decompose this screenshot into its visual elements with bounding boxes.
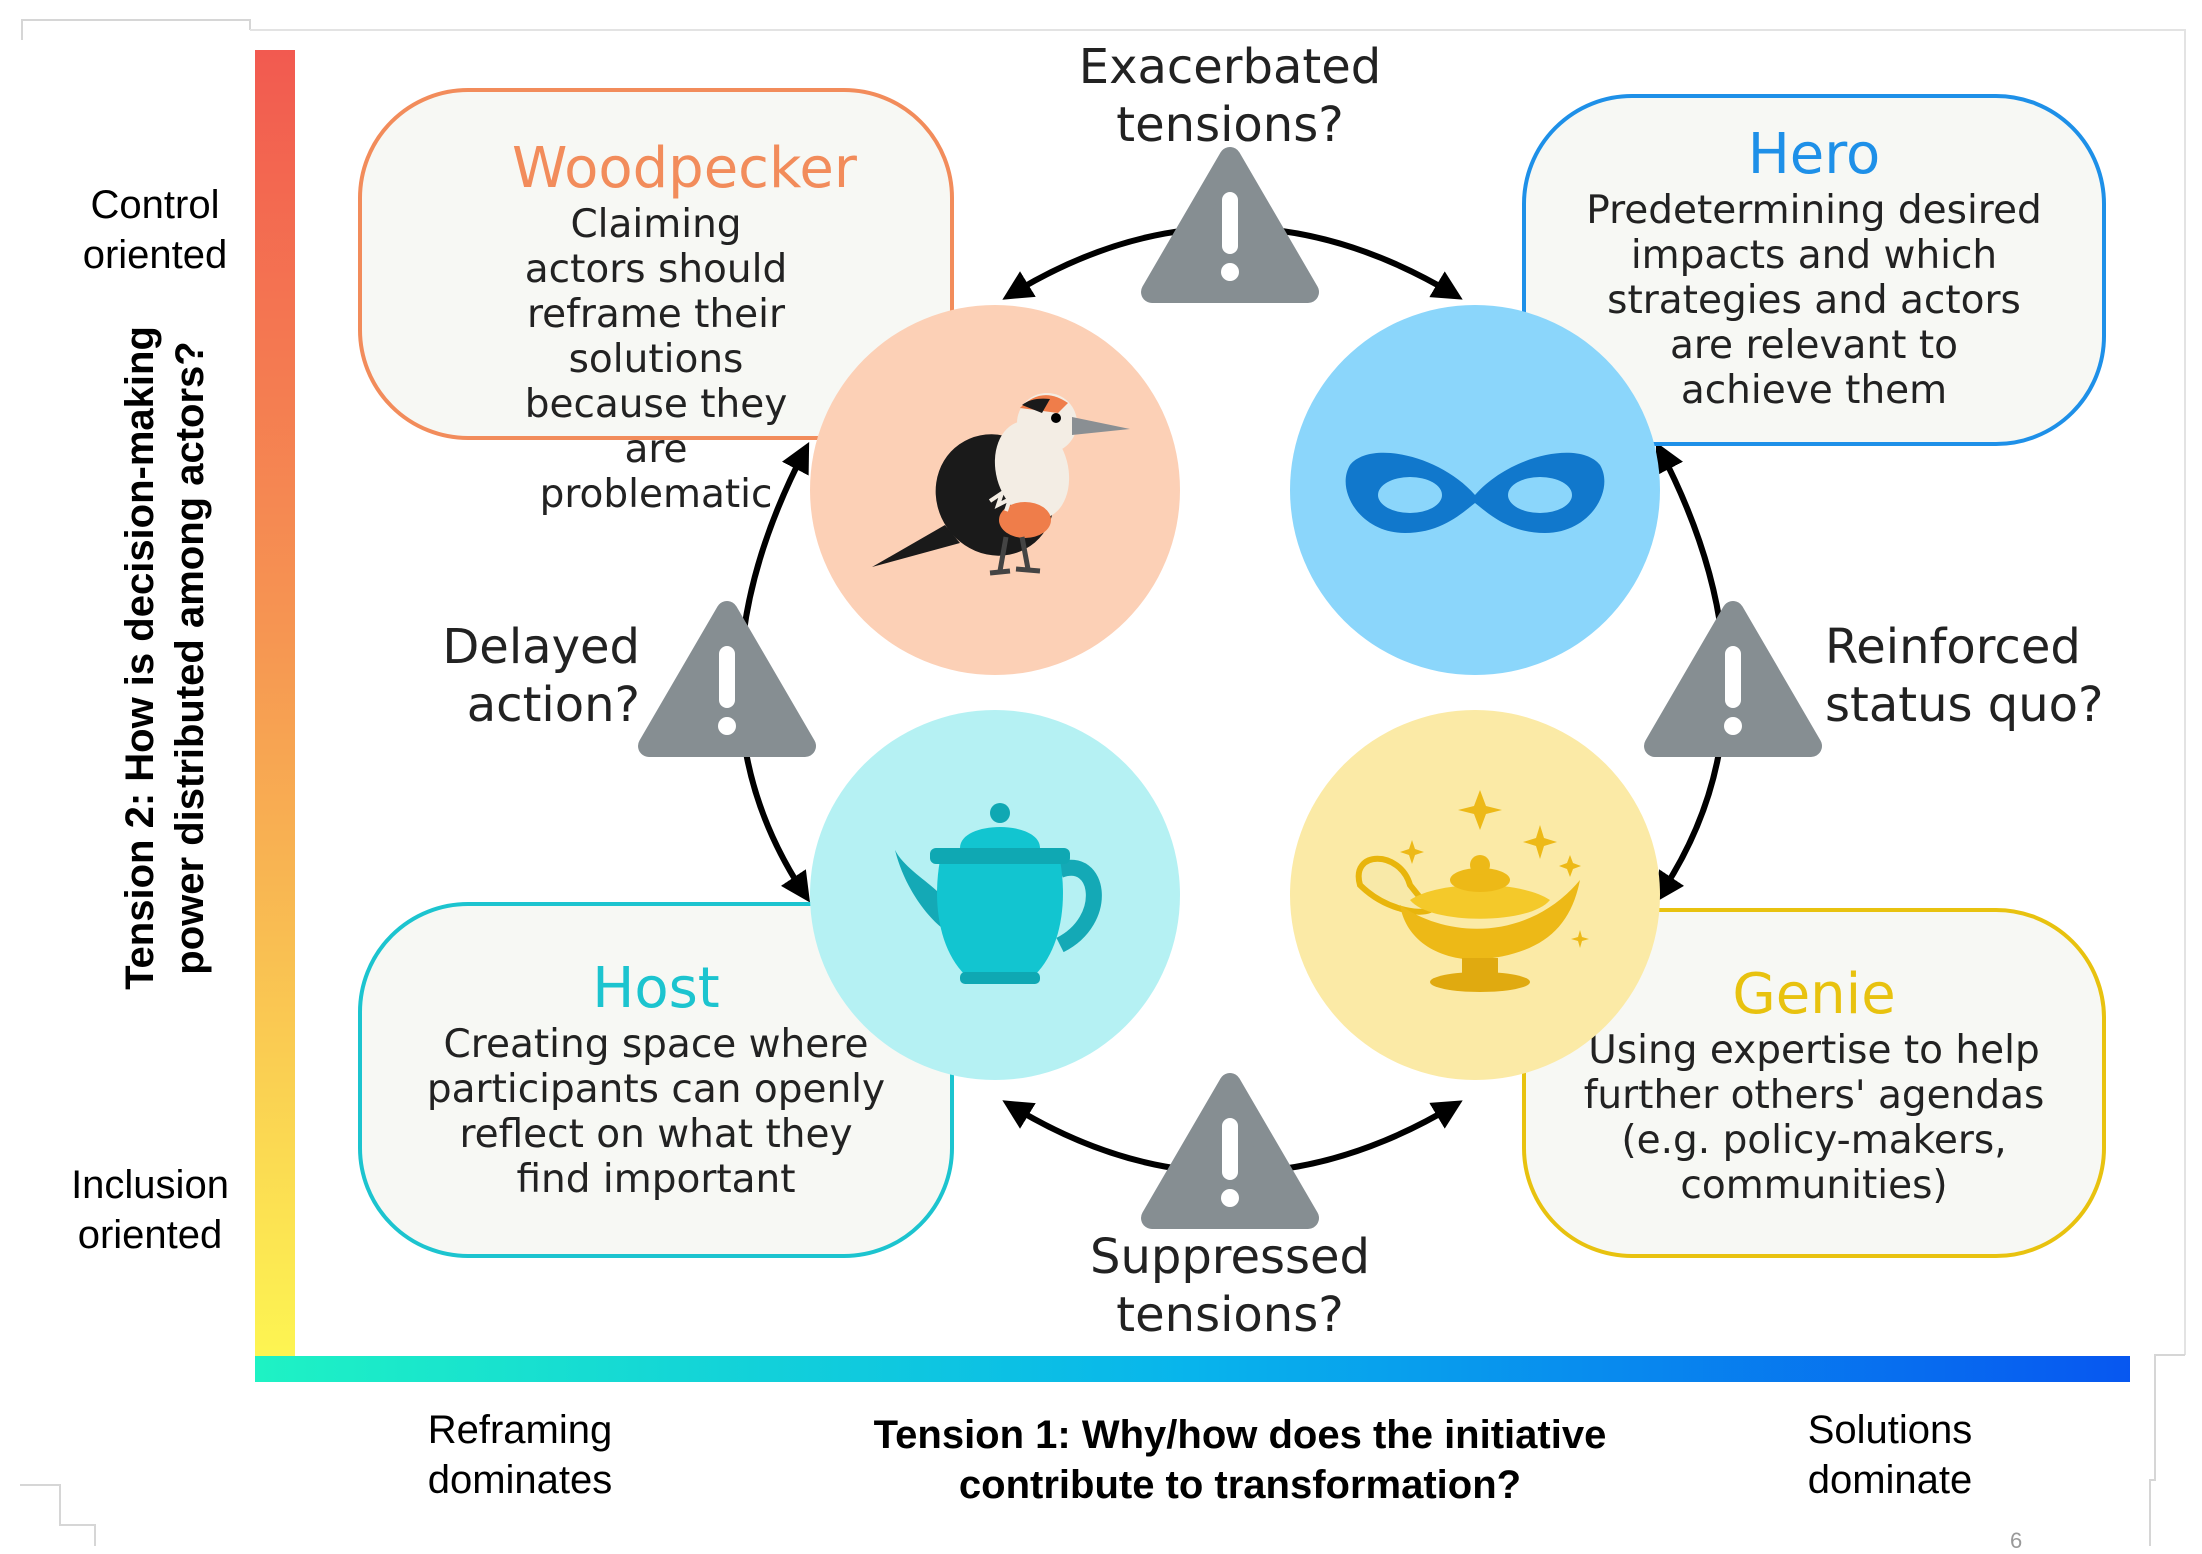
axis-left-end-label: Reframing dominates — [410, 1405, 630, 1505]
host-desc-line-1: Creating space where — [443, 1022, 869, 1067]
vertical-axis-bar — [255, 50, 295, 1358]
warning-icon-left — [638, 601, 816, 757]
host-desc-line-2: participants can openly — [426, 1067, 886, 1112]
tension-left-line-1: Delayed — [442, 619, 640, 675]
tension-bottom-line-1: Suppressed — [1089, 1229, 1371, 1285]
hero-title: Hero — [1747, 122, 1881, 187]
genie-box: Genie Using expertise to help further ot… — [1522, 908, 2106, 1258]
host-desc-line-4: find important — [516, 1157, 796, 1202]
axis-bottom-end-label: Inclusion oriented — [60, 1160, 240, 1260]
lamp-icon — [1355, 790, 1589, 992]
host-desc-line-3: reflect on what they — [459, 1112, 853, 1157]
horizontal-axis-title: Tension 1: Why/how does the initiative c… — [810, 1410, 1670, 1510]
frame-edge — [250, 29, 2186, 1355]
woodpecker-icon — [872, 393, 1130, 576]
teapot-icon — [895, 803, 1102, 984]
woodpecker-desc-line-4: problematic — [539, 472, 773, 517]
vertical-axis-title-line-1: Tension 2: How is decision-making — [118, 326, 162, 990]
genie-circle — [1290, 710, 1660, 1080]
axis-right-end-label: Solutions dominate — [1780, 1405, 2000, 1505]
mask-icon — [1345, 452, 1605, 533]
woodpecker-title: Woodpecker — [512, 136, 857, 201]
tension-left-label: Delayed action? — [400, 618, 640, 734]
hero-circle — [1290, 305, 1660, 675]
horizontal-axis-title-line-2: contribute to transformation? — [958, 1463, 1522, 1507]
axis-left-end-line-2: dominates — [427, 1458, 613, 1502]
horizontal-axis-title-line-1: Tension 1: Why/how does the initiative — [873, 1413, 1607, 1457]
axis-bottom-end-line-1: Inclusion — [71, 1163, 229, 1207]
tension-right-label: Reinforced status quo? — [1825, 618, 2145, 734]
hero-desc-line-5: achieve them — [1680, 368, 1948, 413]
woodpecker-desc-line-2: reframe their solutions — [526, 292, 786, 382]
hero-desc-line-1: Predetermining desired — [1586, 188, 2042, 233]
frame-corner-bottom-left — [20, 1484, 96, 1546]
tension-left-line-2: action? — [466, 677, 640, 733]
genie-desc-line-1: Using expertise to help — [1588, 1028, 2040, 1073]
axis-top-end-label: Control oriented — [70, 180, 240, 280]
woodpecker-desc-line-1: Claiming actors should — [524, 202, 788, 292]
host-circle — [810, 710, 1180, 1080]
warning-icon-top — [1141, 147, 1319, 303]
tension-bottom-label: Suppressed tensions? — [1030, 1228, 1430, 1344]
genie-desc-line-3: (e.g. policy-makers, — [1621, 1118, 2007, 1163]
vertical-axis-title: Tension 2: How is decision-making power … — [115, 288, 215, 1028]
frame-corner-bottom-right — [2149, 1354, 2185, 1546]
woodpecker-desc-line-3: because they are — [524, 382, 788, 472]
axis-left-end-line-1: Reframing — [427, 1408, 613, 1452]
horizontal-axis-bar — [255, 1356, 2130, 1382]
warning-icon-bottom — [1141, 1073, 1319, 1229]
vertical-axis-title-line-2: power distributed among actors? — [168, 341, 212, 975]
hero-desc-line-3: strategies and actors — [1607, 278, 2021, 323]
axis-top-end-line-1: Control — [90, 183, 220, 227]
page-number: 6 — [2010, 1528, 2023, 1553]
host-title: Host — [592, 956, 720, 1021]
axis-bottom-end-line-2: oriented — [77, 1213, 223, 1257]
hero-desc-line-2: impacts and which — [1630, 233, 1998, 278]
woodpecker-circle — [810, 305, 1180, 675]
axis-right-end-line-2: dominate — [1807, 1458, 1973, 1502]
tension-right-line-1: Reinforced — [1825, 619, 2081, 675]
tension-top-line-2: tensions? — [1116, 97, 1344, 153]
genie-desc-line-4: communities) — [1680, 1163, 1948, 1208]
genie-desc-line-2: further others' agendas — [1583, 1073, 2045, 1118]
axis-right-end-line-1: Solutions — [1807, 1408, 1973, 1452]
tension-right-line-2: status quo? — [1825, 677, 2104, 733]
genie-title: Genie — [1732, 962, 1896, 1027]
tension-bottom-line-2: tensions? — [1116, 1287, 1344, 1343]
warning-icon-right — [1644, 601, 1822, 757]
frame-corner-top-left — [21, 19, 251, 40]
hero-desc-line-4: are relevant to — [1669, 323, 1958, 368]
tension-top-line-1: Exacerbated — [1078, 39, 1382, 95]
tension-top-label: Exacerbated tensions? — [1030, 38, 1430, 154]
axis-top-end-line-2: oriented — [82, 233, 228, 277]
